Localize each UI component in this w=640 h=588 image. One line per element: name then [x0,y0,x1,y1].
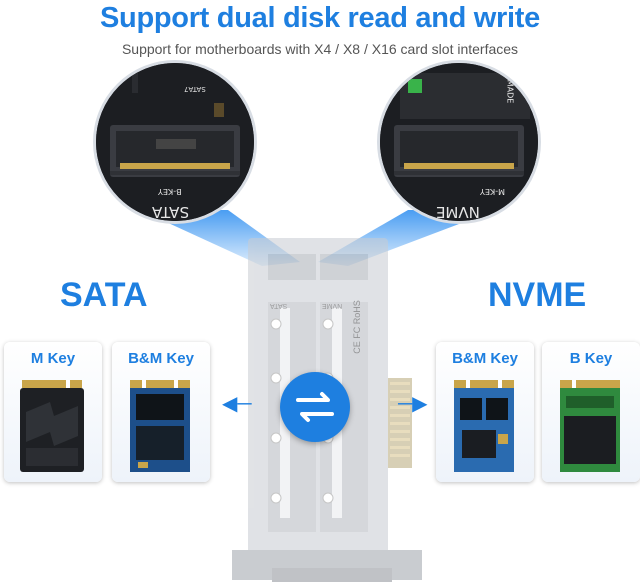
nvme-slot-illustration [380,63,538,221]
card-label: B Key [569,350,613,367]
subheadline: Support for motherboards with X4 / X8 / … [121,41,519,57]
b-key-card: B Key [542,342,640,482]
card-label: M Key [30,350,76,367]
arrow-right-icon: ─▶ [398,393,428,415]
board-slot-right-silk: NVME [322,302,343,309]
nvme-heading: NVME [488,276,587,314]
swap-badge [280,372,350,442]
board-slot-left-silk: SATA [270,302,288,309]
m-key-ssd-illustration [20,380,84,472]
bm-key-ssd-illustration [130,380,190,472]
bm-key-nvme-ssd-illustration [454,380,514,472]
nvme-slot-zoom: NVME M-KEY MADE [377,60,541,224]
swap-arrows-icon [296,392,334,422]
sata-slot-zoom: SATA B-KEY SATA7 [93,60,257,224]
m-key-card: M Key [4,342,102,482]
arrow-left-icon: ◀─ [222,393,252,415]
nvme-slot-silk: NVME [436,203,480,221]
nvme-top-silk: MADE [505,79,515,104]
sata-top-silk: SATA7 [184,85,206,93]
card-label: B&M Key [128,350,194,367]
bm-key-card-sata: B&M Key [112,342,210,482]
sata-key-silk: B-KEY [158,187,182,196]
card-label: B&M Key [452,350,518,367]
board-cert-silk: CE FC RoHS [351,300,362,354]
headline: Support dual disk read and write [100,2,540,34]
sata-slot-silk: SATA [152,203,190,221]
nvme-key-silk: M-KEY [480,187,505,196]
sata-slot-illustration [96,63,254,221]
bm-key-card-nvme: B&M Key [436,342,534,482]
sata-heading: SATA [60,276,148,314]
b-key-ssd-illustration [560,380,620,472]
